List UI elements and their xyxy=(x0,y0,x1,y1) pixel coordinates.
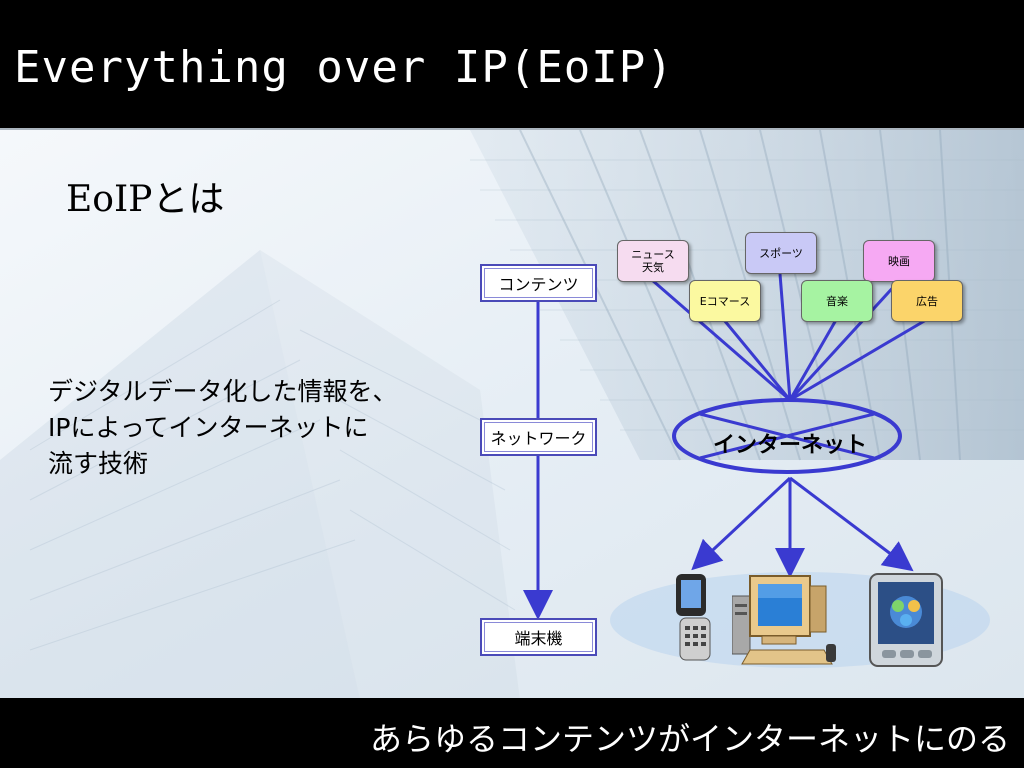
footer-caption: あらゆるコンテンツがインターネットにのる xyxy=(369,720,1010,758)
slide-title: Everything over IP(EoIP) xyxy=(14,42,674,93)
tag-movie-label: 映画 xyxy=(888,254,910,268)
description: デジタルデータ化した情報を、 IPによってインターネットに 流す技術 xyxy=(48,374,398,482)
diagram-connectors xyxy=(523,273,927,620)
stage-network-label: ネットワーク xyxy=(490,429,587,448)
desktop-computer-icon xyxy=(732,575,836,665)
tag-ecommerce-label: Eコマース xyxy=(699,294,751,308)
device-arrow-pda xyxy=(789,476,914,572)
description-line-1: デジタルデータ化した情報を、 xyxy=(48,377,398,406)
slide-subtitle: EoIPとは xyxy=(66,179,225,220)
tag-music: 音楽 xyxy=(801,280,873,322)
tag-news-weather-label: ニュース 天気 xyxy=(631,248,675,274)
title-bar: Everything over IP(EoIP) xyxy=(0,0,1024,128)
internet-cross-2 xyxy=(699,412,875,460)
tag-advertising: 広告 xyxy=(891,280,963,322)
stage-network: ネットワーク xyxy=(480,418,597,456)
tag-connector-sports xyxy=(778,273,792,401)
description-line-3: 流す技術 xyxy=(48,449,149,478)
slide-content: EoIPとは デジタルデータ化した情報を、 IPによってインターネットに 流す技… xyxy=(0,128,1024,700)
internet-label: インターネット xyxy=(713,433,868,458)
tag-news-weather: ニュース 天気 xyxy=(617,240,689,282)
tag-connector-ad xyxy=(789,318,927,402)
mobile-phone-icon xyxy=(676,574,711,661)
tag-connector-music xyxy=(788,319,838,401)
footer-bar: あらゆるコンテンツがインターネットにのる xyxy=(0,698,1024,768)
tag-connector-movie xyxy=(788,280,900,402)
stage-terminal-label: 端末機 xyxy=(514,629,563,648)
tag-movie: 映画 xyxy=(863,240,935,282)
pda-icon xyxy=(869,573,943,667)
stage-terminal: 端末機 xyxy=(480,618,597,656)
description-line-2: IPによってインターネットに xyxy=(48,413,369,442)
tag-advertising-label: 広告 xyxy=(916,294,938,308)
tag-connector-ecommerce xyxy=(722,319,792,401)
tag-sports-label: スポーツ xyxy=(759,246,803,260)
device-arrow-phone xyxy=(691,476,792,571)
tag-ecommerce: Eコマース xyxy=(689,280,761,322)
internet-ellipse xyxy=(672,398,902,474)
tag-sports: スポーツ xyxy=(745,232,817,274)
stage-contents: コンテンツ xyxy=(480,264,597,302)
stage-contents-label: コンテンツ xyxy=(498,275,579,294)
tag-music-label: 音楽 xyxy=(826,294,848,308)
tag-connector-news xyxy=(651,278,791,402)
